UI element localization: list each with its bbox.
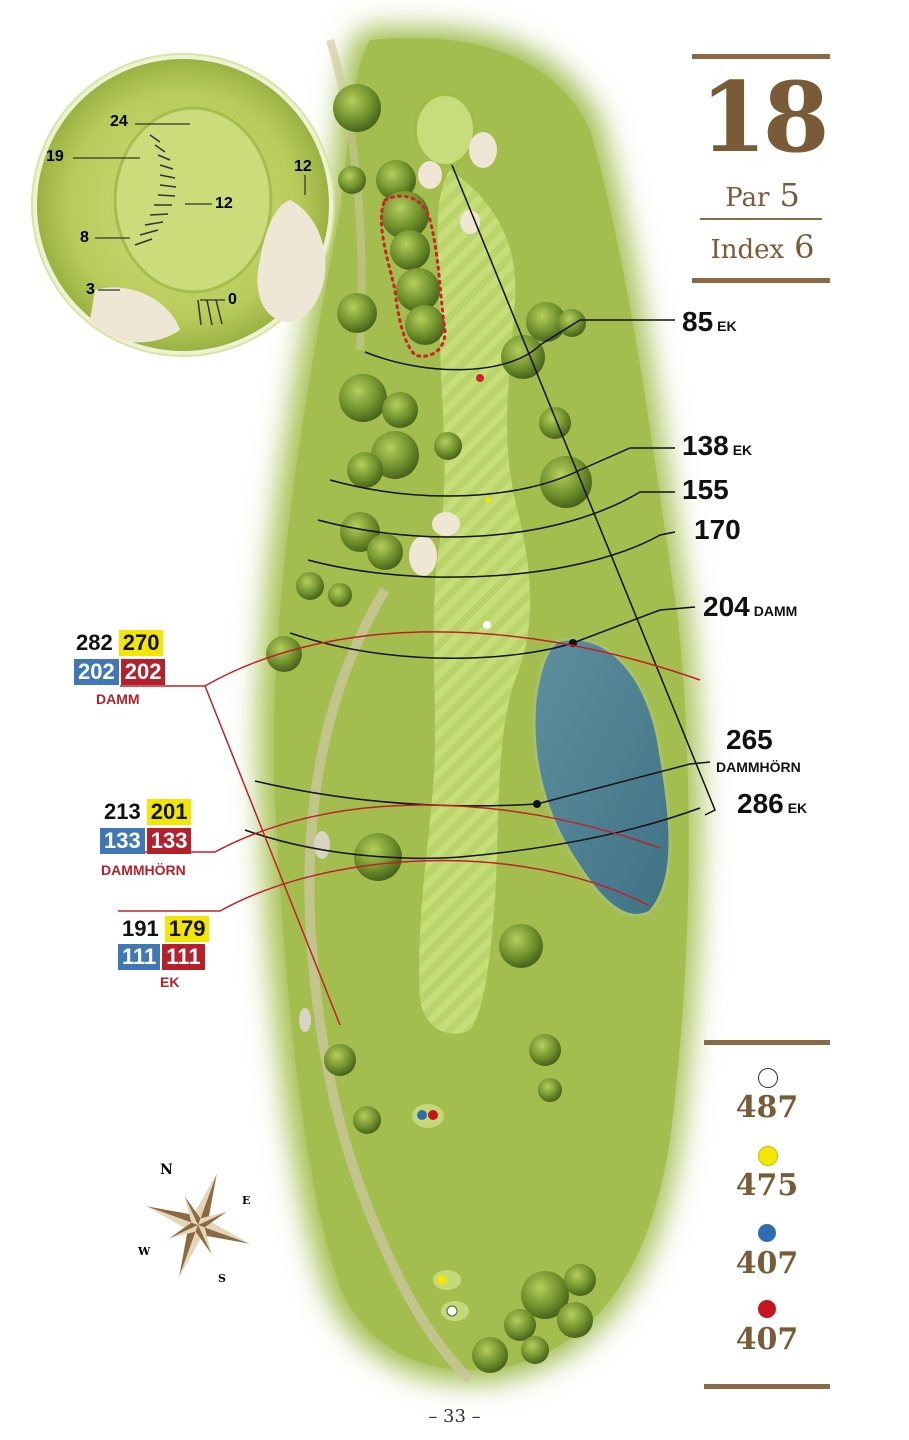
fairway bbox=[419, 170, 531, 1034]
bunker bbox=[314, 831, 330, 859]
bunker bbox=[432, 512, 460, 536]
inset-label: 8 bbox=[80, 229, 89, 246]
index-row: Index 6 bbox=[700, 228, 825, 266]
par-row: Par 5 bbox=[700, 176, 825, 214]
page-number: – 33 – bbox=[428, 1406, 481, 1427]
inset-label: 12 bbox=[215, 195, 233, 212]
inset-label: 24 bbox=[110, 113, 128, 130]
hole-number: 18 bbox=[700, 61, 830, 174]
tee-dot-white bbox=[758, 1068, 778, 1088]
inset-label: 0 bbox=[228, 291, 237, 308]
index-label: Index bbox=[710, 235, 785, 265]
header-rule bbox=[692, 278, 830, 283]
distance-marker: 265 bbox=[726, 724, 773, 755]
trees bbox=[266, 84, 596, 1373]
tee-length: 407 bbox=[735, 1322, 799, 1357]
header-divider bbox=[700, 218, 822, 220]
bunker bbox=[299, 1008, 311, 1032]
compass-s: S bbox=[218, 1272, 226, 1285]
compass-rose bbox=[146, 1173, 250, 1277]
hazard-box-label: DAMM bbox=[96, 691, 140, 707]
legend-rule bbox=[704, 1384, 830, 1389]
green-inset bbox=[31, 53, 335, 357]
green bbox=[413, 92, 477, 168]
tee-dot-blue bbox=[758, 1224, 776, 1242]
bunker bbox=[460, 210, 480, 234]
par-label: Par bbox=[725, 183, 770, 213]
distance-marker: 155 bbox=[682, 474, 729, 505]
legend-rule bbox=[704, 1040, 830, 1045]
pond bbox=[532, 637, 672, 917]
bunker bbox=[469, 132, 497, 168]
index-value: 6 bbox=[794, 228, 815, 266]
tee-box bbox=[412, 1104, 444, 1128]
tee-dot-red bbox=[758, 1300, 776, 1318]
tee-length: 475 bbox=[735, 1168, 799, 1203]
bunker bbox=[418, 161, 442, 189]
tee-length: 487 bbox=[735, 1090, 799, 1125]
inset-label: 3 bbox=[86, 281, 95, 298]
hazard-outline bbox=[379, 194, 447, 358]
inset-label: 19 bbox=[46, 148, 64, 165]
bunker bbox=[409, 536, 437, 576]
par-value: 5 bbox=[779, 176, 800, 214]
tee-dot-yellow bbox=[758, 1146, 778, 1166]
compass-n: N bbox=[160, 1162, 173, 1178]
distance-marker-label: DAMMHÖRN bbox=[716, 759, 801, 775]
compass-w: W bbox=[138, 1245, 151, 1258]
hazard-box-label: DAMMHÖRN bbox=[101, 862, 186, 878]
compass-e: E bbox=[242, 1194, 251, 1207]
inset-label: 12 bbox=[294, 158, 312, 175]
play-line bbox=[451, 164, 716, 816]
tee-length: 407 bbox=[735, 1246, 799, 1281]
distance-marker: 170 bbox=[694, 514, 741, 545]
header-rule bbox=[692, 54, 830, 59]
hazard-box-label: EK bbox=[160, 974, 180, 990]
